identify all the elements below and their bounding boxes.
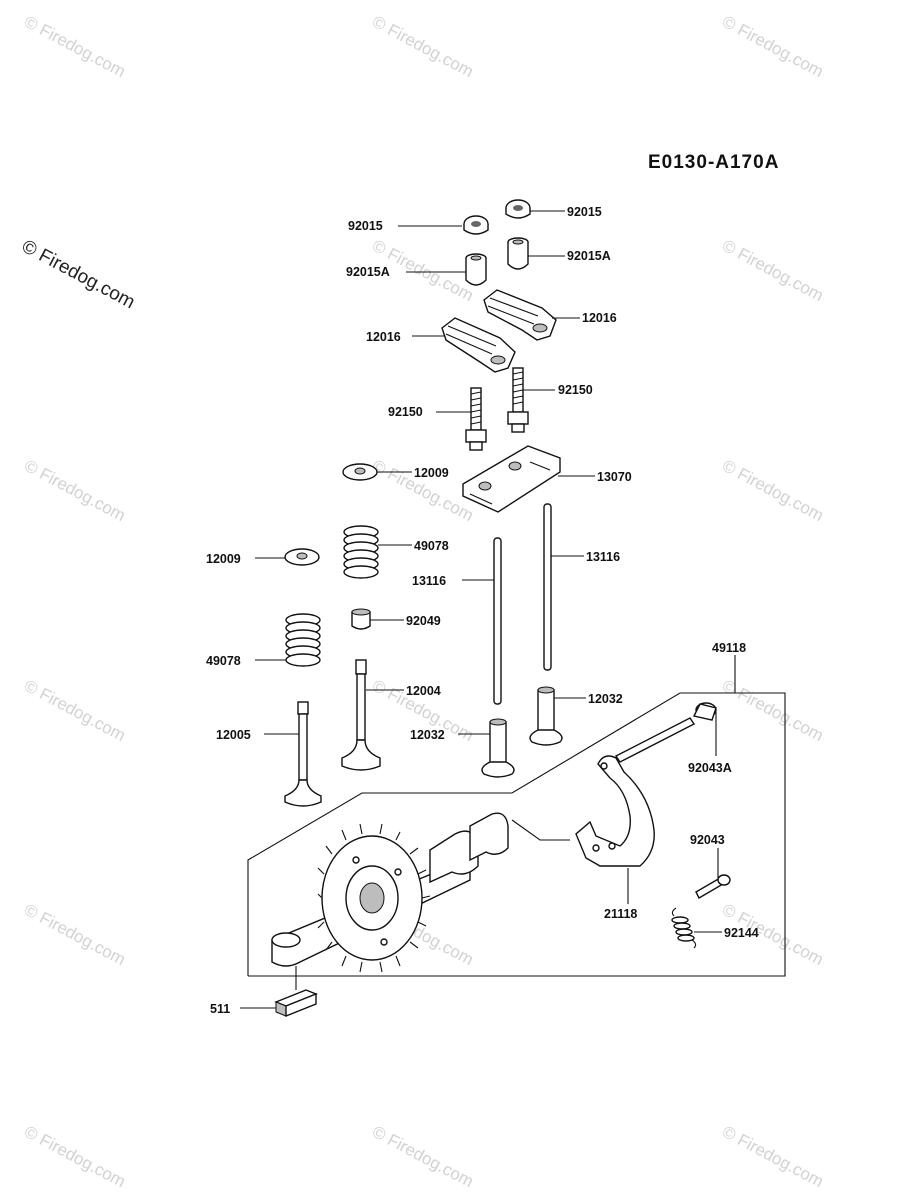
label-92150-left: 92150 [388,405,423,419]
tappet-12032-left [481,718,515,778]
label-92015-right: 92015 [567,205,602,219]
pivot-bolt-92150-left [465,387,487,451]
label-12009-upper: 12009 [414,466,449,480]
label-12005: 12005 [216,728,251,742]
label-13116-right: 13116 [586,550,620,564]
pivot-bolt-92150-right [507,367,529,433]
guide-plate-13070 [462,445,561,513]
label-12009-lower: 12009 [206,552,241,566]
nut-92015-left [463,215,489,235]
label-49118: 49118 [712,641,746,655]
label-13116-left: 13116 [412,574,446,588]
label-49078-lower: 49078 [206,654,241,668]
adjuster-92015A-left [465,253,487,286]
tappet-12032-right [529,686,563,746]
label-92150-right: 92150 [558,383,593,397]
label-49078-upper: 49078 [414,539,449,553]
rocker-arm-12016-right [483,289,557,341]
diagram-code: E0130-A170A [648,152,780,173]
label-92015-left: 92015 [348,219,383,233]
label-13070: 13070 [597,470,632,484]
label-92144: 92144 [724,926,759,940]
spring-92144 [671,907,697,949]
push-rod-13116-right [543,503,552,671]
label-12032-right: 12032 [588,692,623,706]
camshaft-gear [271,812,509,973]
adjuster-92015A-right [507,237,529,270]
assembly-frame [247,692,786,977]
label-92043A: 92043A [688,761,732,775]
push-rod-13116-left [493,537,502,705]
label-12032-left: 12032 [410,728,445,742]
valve-12004 [341,659,381,771]
key-511 [274,989,318,1018]
valve-spring-49078-lower [285,613,321,667]
valve-12005 [284,701,322,807]
valve-spring-49078-upper [343,525,379,579]
bolt-92043 [695,874,731,899]
label-12004: 12004 [406,684,441,698]
nut-92015-right [505,199,531,219]
label-12016-left: 12016 [366,330,401,344]
label-21118: 21118 [604,907,637,921]
stem-seal-92049 [351,608,371,630]
label-92015A-right: 92015A [567,249,611,263]
governor-arm-21118 [575,755,655,867]
label-12016-right: 12016 [582,311,617,325]
shaft-92043A [614,702,717,763]
label-92049: 92049 [406,614,441,628]
rocker-arm-12016-left [441,317,516,373]
retainer-12009-upper [342,463,378,481]
label-92043: 92043 [690,833,725,847]
retainer-12009-lower [284,548,320,566]
label-92015A-left: 92015A [346,265,390,279]
label-511: 511 [210,1002,230,1016]
